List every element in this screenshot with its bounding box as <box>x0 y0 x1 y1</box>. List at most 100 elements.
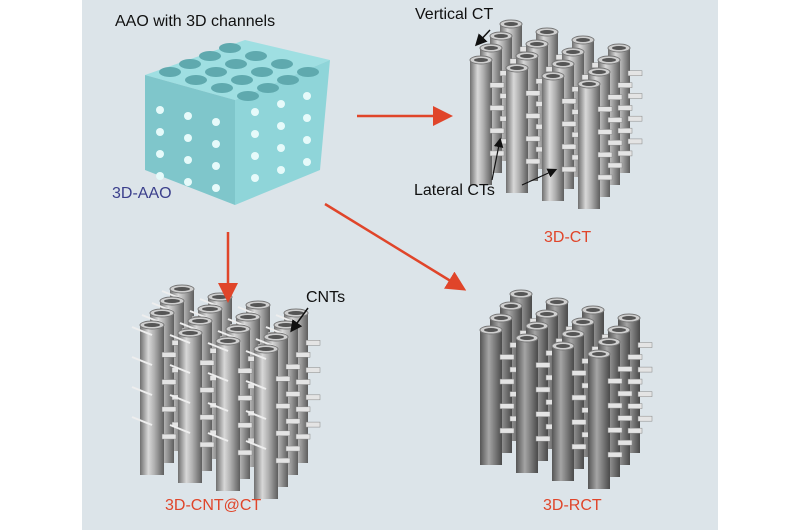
vertical-tube <box>178 333 202 483</box>
vertical-ct-label: Vertical CT <box>415 6 494 23</box>
aao-channel-hole <box>205 67 227 77</box>
lateral-tube <box>607 162 623 169</box>
tube-opening <box>514 292 528 296</box>
lateral-tube <box>627 70 643 76</box>
tube-opening <box>240 315 256 319</box>
lateral-tube <box>525 90 541 96</box>
lateral-tube <box>161 379 177 385</box>
aao-lateral-hole <box>156 106 164 114</box>
lateral-tube <box>571 370 587 376</box>
lateral-tube <box>627 378 643 385</box>
lateral-tube <box>535 386 551 393</box>
tube-opening <box>258 347 274 351</box>
vertical-tube <box>470 60 492 185</box>
carbon-nanotube <box>169 334 191 344</box>
ct-label: 3D-CT <box>544 229 592 246</box>
tube-opening <box>550 300 564 304</box>
carbon-nanotube <box>207 432 229 442</box>
lateral-tube <box>295 433 311 440</box>
lateral-tube <box>295 379 311 385</box>
lateral-tube <box>305 421 321 428</box>
tube-opening <box>230 327 246 331</box>
lateral-tube <box>607 117 623 123</box>
lateral-tube <box>285 391 301 397</box>
aao-channel-hole <box>159 67 181 77</box>
aao-lateral-hole <box>251 108 259 116</box>
tube-opening <box>510 66 524 70</box>
tube-opening <box>612 328 626 332</box>
lateral-tube <box>617 82 633 88</box>
aao-lateral-hole <box>251 152 259 160</box>
tube-opening <box>566 50 580 54</box>
aao-channel-hole <box>257 83 279 93</box>
tube-opening <box>520 336 534 340</box>
lateral-tube <box>275 430 291 437</box>
lateral-tube <box>561 166 577 173</box>
lateral-tube <box>571 419 587 425</box>
carbon-nanotube <box>245 380 267 390</box>
aao-channel-hole <box>237 91 259 101</box>
lateral-tube <box>161 406 177 413</box>
lateral-tube <box>199 441 215 448</box>
lateral-tube <box>499 403 515 409</box>
aao-channel-hole <box>179 59 201 69</box>
aao-lateral-hole <box>303 92 311 100</box>
aao-channel-hole <box>219 43 241 53</box>
lateral-tube <box>597 106 613 112</box>
lateral-tube <box>561 121 577 127</box>
lateral-tube <box>597 129 613 135</box>
tube-opening <box>520 54 534 58</box>
aao-channel-hole <box>251 67 273 77</box>
tube-opening <box>540 30 554 34</box>
aao-lateral-hole <box>156 128 164 136</box>
tube-opening <box>164 299 180 303</box>
lateral-tube <box>597 174 613 181</box>
carbon-nanotube <box>131 356 153 366</box>
lateral-tube <box>275 403 291 409</box>
rct-label: 3D-RCT <box>543 497 602 514</box>
lateral-tube <box>199 360 215 366</box>
aao-lateral-hole <box>277 122 285 130</box>
aao-channel-hole <box>199 51 221 61</box>
lateral-tube <box>627 354 643 360</box>
lateral-tube <box>561 143 577 150</box>
tube-opening <box>504 22 518 26</box>
tube-opening <box>546 74 560 78</box>
aao-lateral-hole <box>303 114 311 122</box>
lateral-tube <box>571 394 587 401</box>
lateral-tube <box>489 82 505 88</box>
lateral-tube <box>285 418 301 425</box>
aao-channel-hole <box>225 59 247 69</box>
pointer-lateral-ct-1 <box>491 137 504 181</box>
tube-opening <box>576 320 590 324</box>
tube-opening <box>220 339 236 343</box>
aao-lateral-hole <box>251 174 259 182</box>
tube-opening <box>612 46 626 50</box>
tube-opening <box>586 308 600 312</box>
lateral-tube <box>199 387 215 393</box>
lateral-tube <box>637 415 653 422</box>
lateral-tube <box>499 378 515 385</box>
vertical-tube <box>516 338 538 473</box>
tube-opening <box>556 344 570 348</box>
tube-opening <box>288 311 304 315</box>
vertical-tube <box>216 341 240 491</box>
aao-template-model <box>145 40 330 205</box>
tube-opening <box>474 58 488 62</box>
carbon-nanotube <box>169 364 191 374</box>
lateral-tube <box>275 376 291 382</box>
tube-opening <box>622 316 636 320</box>
carbon-nanotube <box>169 424 191 434</box>
lateral-tube <box>535 435 551 442</box>
lateral-tube <box>617 366 633 372</box>
lateral-tube <box>237 368 253 374</box>
aao-channel-hole <box>277 75 299 85</box>
lateral-tube <box>161 433 177 440</box>
tube-opening <box>154 311 170 315</box>
tube-opening <box>602 340 616 344</box>
vertical-tube <box>588 354 610 489</box>
tube-opening <box>484 46 498 50</box>
aao-title: AAO with 3D channels <box>115 13 276 30</box>
lateral-tube <box>617 127 633 134</box>
lateral-tube <box>597 151 613 158</box>
